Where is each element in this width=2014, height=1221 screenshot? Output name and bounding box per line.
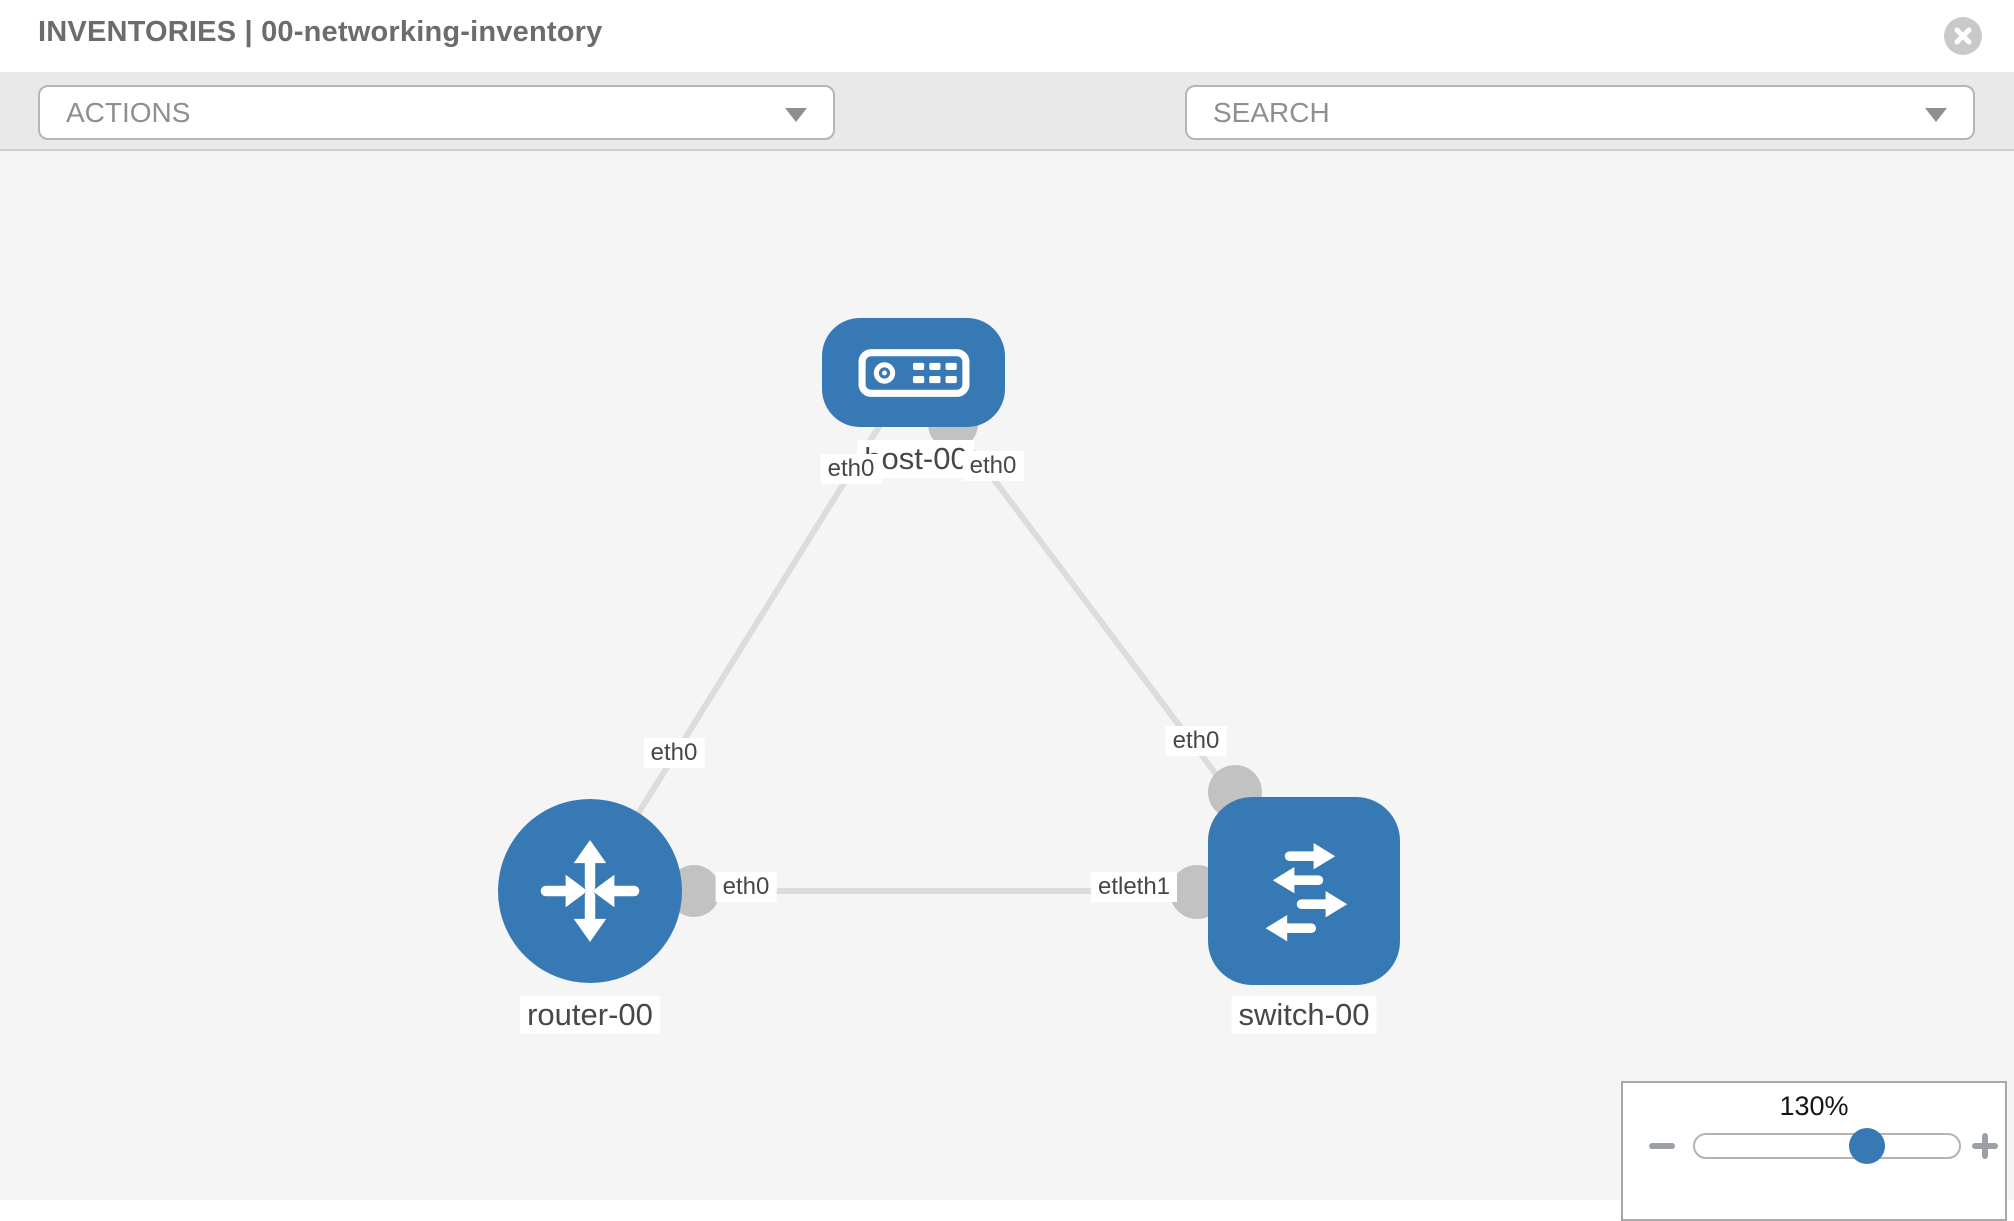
- node-label-switch: switch-00: [1231, 996, 1377, 1034]
- page-title: INVENTORIES | 00-networking-inventory: [38, 16, 603, 48]
- node-label-router: router-00: [520, 996, 660, 1034]
- plus-icon: [1972, 1133, 1998, 1159]
- interface-label-host-router-link: eth0: [643, 738, 705, 768]
- interface-label-switch-top: eth0: [1165, 726, 1227, 756]
- zoom-slider-thumb[interactable]: [1849, 1128, 1885, 1164]
- router-arrows-icon: [540, 839, 640, 943]
- zoom-control-panel: 130%: [1621, 1081, 2007, 1221]
- chevron-down-icon: [785, 108, 807, 122]
- node-switch-00[interactable]: [1208, 797, 1400, 985]
- chevron-down-icon: [1925, 108, 1947, 122]
- switch-arrows-icon: [1265, 843, 1348, 942]
- close-button[interactable]: [1944, 17, 1982, 55]
- topology-canvas[interactable]: host-00 router-00 switch-00 eth0 eth0 et…: [0, 151, 2014, 1200]
- zoom-slider-track[interactable]: [1693, 1128, 1961, 1164]
- minus-icon: [1649, 1143, 1675, 1149]
- server-icon: [858, 348, 969, 397]
- zoom-level-value: 130%: [1779, 1091, 1849, 1121]
- zoom-out-button[interactable]: [1645, 1131, 1679, 1161]
- node-router-00[interactable]: [498, 799, 682, 983]
- toolbar: ACTIONS SEARCH: [0, 72, 2014, 203]
- interface-label-router-eth0: eth0: [715, 872, 777, 902]
- search-dropdown-label: SEARCH: [1213, 96, 1330, 128]
- search-dropdown[interactable]: SEARCH: [1185, 85, 1975, 140]
- interface-label-switch-eth1-overlap: etleth1: [1090, 872, 1178, 902]
- actions-dropdown-label: ACTIONS: [66, 96, 191, 128]
- zoom-in-button[interactable]: [1968, 1131, 2002, 1161]
- interface-label-host-right: eth0: [962, 451, 1024, 481]
- topology-links-layer: [587, 370, 1307, 919]
- node-host-00[interactable]: [822, 318, 1005, 427]
- actions-dropdown[interactable]: ACTIONS: [38, 85, 835, 140]
- page-header: INVENTORIES | 00-networking-inventory: [0, 0, 2014, 72]
- interface-label-host-left: eth0: [820, 454, 882, 484]
- close-icon: [1954, 27, 1972, 45]
